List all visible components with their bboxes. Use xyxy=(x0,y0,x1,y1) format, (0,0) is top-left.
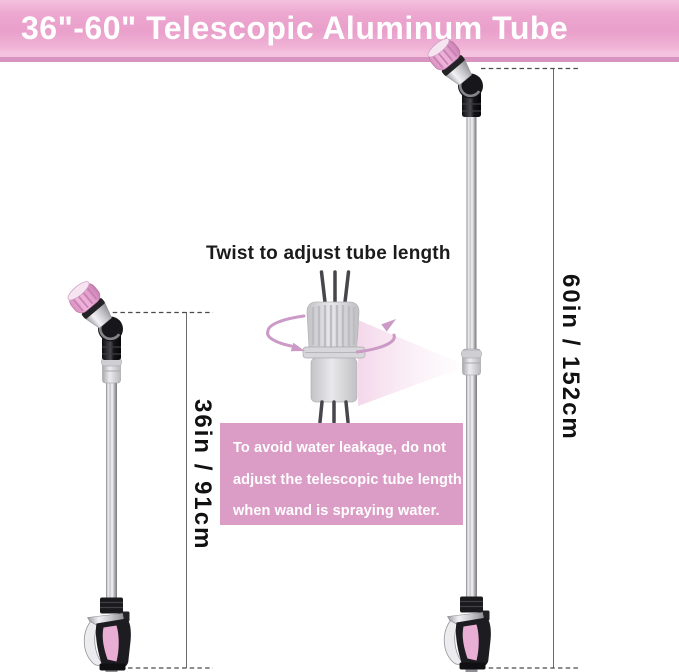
left-wand-tube xyxy=(106,378,117,600)
page-title: 36"-60" Telescopic Aluminum Tube xyxy=(21,10,569,46)
left-wand-handle xyxy=(83,596,132,672)
right-wand-coupler xyxy=(461,348,482,376)
warning-line: adjust the telescopic tube length xyxy=(233,471,462,488)
header-banner: 36"-60" Telescopic Aluminum Tube xyxy=(0,0,679,62)
right-wand-handle xyxy=(443,595,492,672)
rotation-arrowhead-right xyxy=(381,319,396,332)
left-wand-coupler xyxy=(101,356,122,384)
warning-box: To avoid water leakage, do not adjust th… xyxy=(220,423,463,525)
twist-caption: Twist to adjust tube length xyxy=(206,243,451,264)
rotation-arrowhead-left xyxy=(290,342,305,352)
right-wand-upper-tube xyxy=(466,112,477,354)
dimension-guides xyxy=(186,68,554,668)
rotation-arrows xyxy=(266,314,396,354)
right-dimension-label: 60in / 152cm xyxy=(557,274,584,441)
left-wand-spray-head xyxy=(62,276,125,362)
right-wand-spray-head xyxy=(422,33,485,119)
mechanism-knob xyxy=(306,301,360,348)
warning-line: when wand is spraying water. xyxy=(233,503,440,519)
mechanism-lower-body xyxy=(310,357,358,403)
warning-line: To avoid water leakage, do not xyxy=(233,440,447,456)
twist-mechanism xyxy=(302,270,366,424)
left-wand xyxy=(62,276,132,672)
right-wand xyxy=(422,33,492,672)
zoom-callout-beam xyxy=(358,320,467,406)
right-wand-lower-tube xyxy=(466,372,477,600)
left-dimension-label: 36in / 91cm xyxy=(189,399,216,551)
